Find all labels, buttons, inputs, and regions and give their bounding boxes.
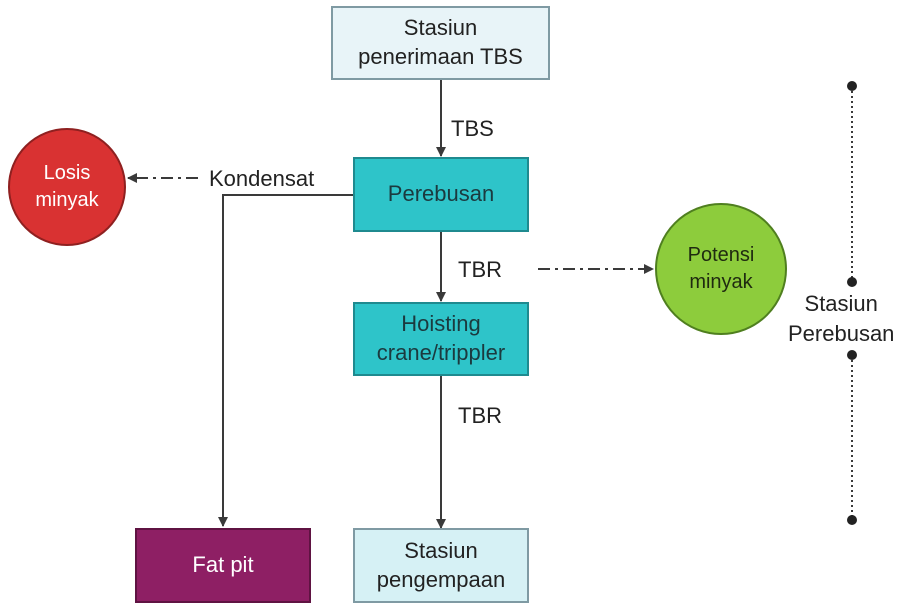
edge-label-tbs: TBS: [451, 116, 494, 141]
node-hoisting-label: Hoisting crane/trippler: [376, 311, 506, 365]
node-losis-minyak-label: Losis minyak: [35, 162, 99, 211]
node-stasiun-pengempaan-label: Stasiun pengempaan: [376, 537, 506, 592]
side-label-stasiun-perebusan: Stasiun Perebusan: [788, 291, 895, 346]
edge-label-tbr-1: TBR: [458, 257, 502, 282]
node-losis-minyak: Losis minyak: [8, 128, 126, 246]
node-stasiun-pengempaan: Stasiun pengempaan: [353, 528, 529, 603]
node-hoisting: Hoisting crane/trippler: [353, 302, 529, 376]
edge-label-tbr-2: TBR: [458, 403, 502, 428]
bracket-dot-2: [847, 277, 857, 287]
bracket-dot-1: [847, 81, 857, 91]
node-potensi-minyak-label: Potensi minyak: [687, 244, 755, 293]
node-perebusan: Perebusan: [353, 157, 529, 232]
node-stasiun-penerimaan-label: Stasiun penerimaan TBS: [358, 15, 523, 69]
bracket-dot-3: [847, 350, 857, 360]
node-fat-pit-label: Fat pit: [192, 552, 254, 578]
node-fat-pit: Fat pit: [135, 528, 311, 603]
bracket-dot-4: [847, 515, 857, 525]
node-perebusan-label: Perebusan: [387, 181, 495, 207]
node-potensi-minyak: Potensi minyak: [655, 203, 787, 335]
arrow-fat-pit: [218, 194, 353, 527]
edge-label-kondensat: Kondensat: [209, 166, 315, 191]
node-stasiun-penerimaan: Stasiun penerimaan TBS: [331, 6, 550, 80]
